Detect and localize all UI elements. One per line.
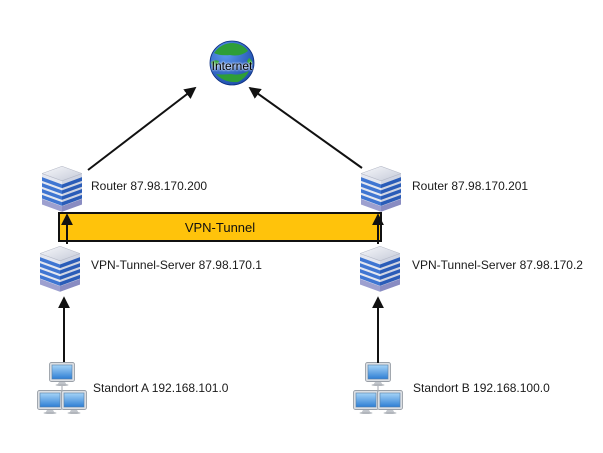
- router-a-server-icon: [42, 166, 82, 212]
- vpn-tunnel-box: VPN-Tunnel: [58, 212, 382, 242]
- vpn-server-b-label: VPN-Tunnel-Server 87.98.170.2: [412, 258, 583, 272]
- vpn-server-a-icon: [40, 246, 80, 292]
- arrow-router-a-to-internet: [87, 86, 197, 171]
- vpn-tunnel-label: VPN-Tunnel: [184, 219, 256, 235]
- vpn-server-b-icon: [360, 246, 400, 292]
- router-b-label: Router 87.98.170.201: [412, 179, 529, 193]
- site-a-workstations-icon: [37, 362, 87, 414]
- vpn-server-a-label: VPN-Tunnel-Server 87.98.170.1: [91, 258, 262, 272]
- site-a-label: Standort A 192.168.101.0: [93, 381, 229, 395]
- arrow-router-b-to-internet: [248, 86, 363, 169]
- internet-label: Internet: [211, 59, 253, 73]
- router-b-server-icon: [361, 166, 401, 212]
- router-a-label: Router 87.98.170.200: [91, 179, 208, 193]
- site-b-label: Standort B 192.168.100.0: [413, 381, 550, 395]
- site-b-workstations-icon: [353, 362, 403, 414]
